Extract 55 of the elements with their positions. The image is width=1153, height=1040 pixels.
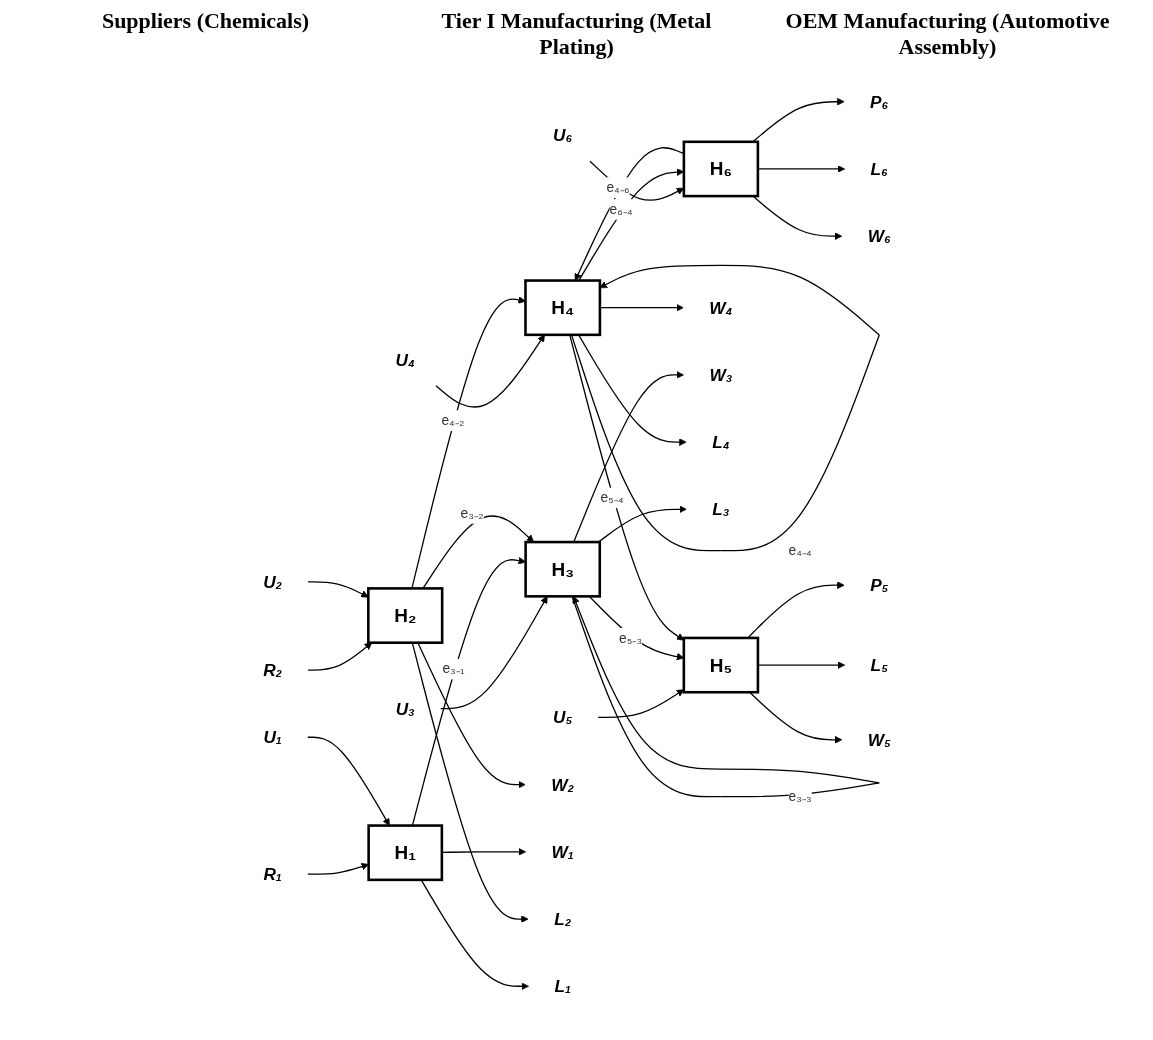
column-heading: Suppliers (Chemicals) bbox=[100, 8, 311, 35]
edge-label: e₃₋₂ bbox=[460, 505, 484, 521]
node-text: W₂ bbox=[550, 775, 574, 795]
arrow bbox=[411, 642, 529, 923]
node-text: L₅ bbox=[870, 655, 888, 675]
edge-label: e₃₋₁ bbox=[441, 661, 465, 677]
arrow bbox=[306, 736, 390, 826]
arrow bbox=[434, 334, 545, 408]
arrow bbox=[306, 862, 369, 875]
node-box: H₅ bbox=[682, 636, 759, 694]
arrow bbox=[416, 642, 526, 789]
arrow bbox=[597, 689, 684, 719]
node-text: L₃ bbox=[711, 499, 729, 519]
node-text: L₁ bbox=[553, 976, 571, 996]
arrow bbox=[588, 160, 684, 201]
node-text: U₃ bbox=[395, 699, 415, 719]
column-heading: Tier I Manufacturing (Metal Plating) bbox=[440, 8, 713, 60]
node-text: U₆ bbox=[552, 125, 572, 145]
node-text: L₆ bbox=[870, 159, 888, 179]
node-box: H₁ bbox=[366, 824, 443, 882]
node-text: R₁ bbox=[262, 864, 282, 884]
node-text: W₄ bbox=[708, 298, 732, 318]
node-box: H₆ bbox=[682, 140, 759, 198]
edge-label: e₅₋₄ bbox=[600, 490, 624, 505]
column-heading: OEM Manufacturing (Automotive Assembly) bbox=[784, 8, 1111, 60]
node-text: P₆ bbox=[869, 92, 888, 112]
node-box: H₂ bbox=[366, 587, 443, 644]
node-text: W₁ bbox=[551, 842, 574, 862]
arrow bbox=[306, 642, 372, 671]
node-text: W₃ bbox=[708, 365, 732, 385]
edge-label: e₃₋₃ bbox=[787, 788, 812, 804]
node-text: L₂ bbox=[553, 909, 571, 929]
node-text: P₅ bbox=[869, 575, 888, 595]
node-box: H₃ bbox=[523, 540, 601, 598]
node-text: L₄ bbox=[711, 432, 730, 452]
edge-label: e₅₋₃ bbox=[618, 630, 642, 646]
node-text: U₂ bbox=[262, 572, 282, 592]
arrow bbox=[577, 334, 687, 446]
node-text: U₄ bbox=[395, 350, 415, 370]
arrow bbox=[420, 879, 529, 991]
node-text: W₆ bbox=[867, 226, 891, 246]
edge-label: e₄₋₄ bbox=[787, 542, 812, 558]
arrow bbox=[597, 505, 687, 543]
node-text: U₁ bbox=[262, 727, 282, 747]
node-text: W₅ bbox=[867, 730, 891, 750]
arrow bbox=[572, 371, 684, 543]
node-box: H₄ bbox=[523, 279, 601, 337]
node-text: U₅ bbox=[552, 707, 572, 727]
edge-label: e₄₋₆ bbox=[605, 179, 630, 195]
arrow bbox=[439, 596, 548, 710]
node-text: R₂ bbox=[262, 660, 282, 680]
edge-label: e₆₋₄ bbox=[608, 201, 633, 217]
arrow bbox=[568, 334, 684, 641]
arrow bbox=[570, 264, 880, 552]
edge-label: e₄₋₂ bbox=[440, 412, 464, 428]
